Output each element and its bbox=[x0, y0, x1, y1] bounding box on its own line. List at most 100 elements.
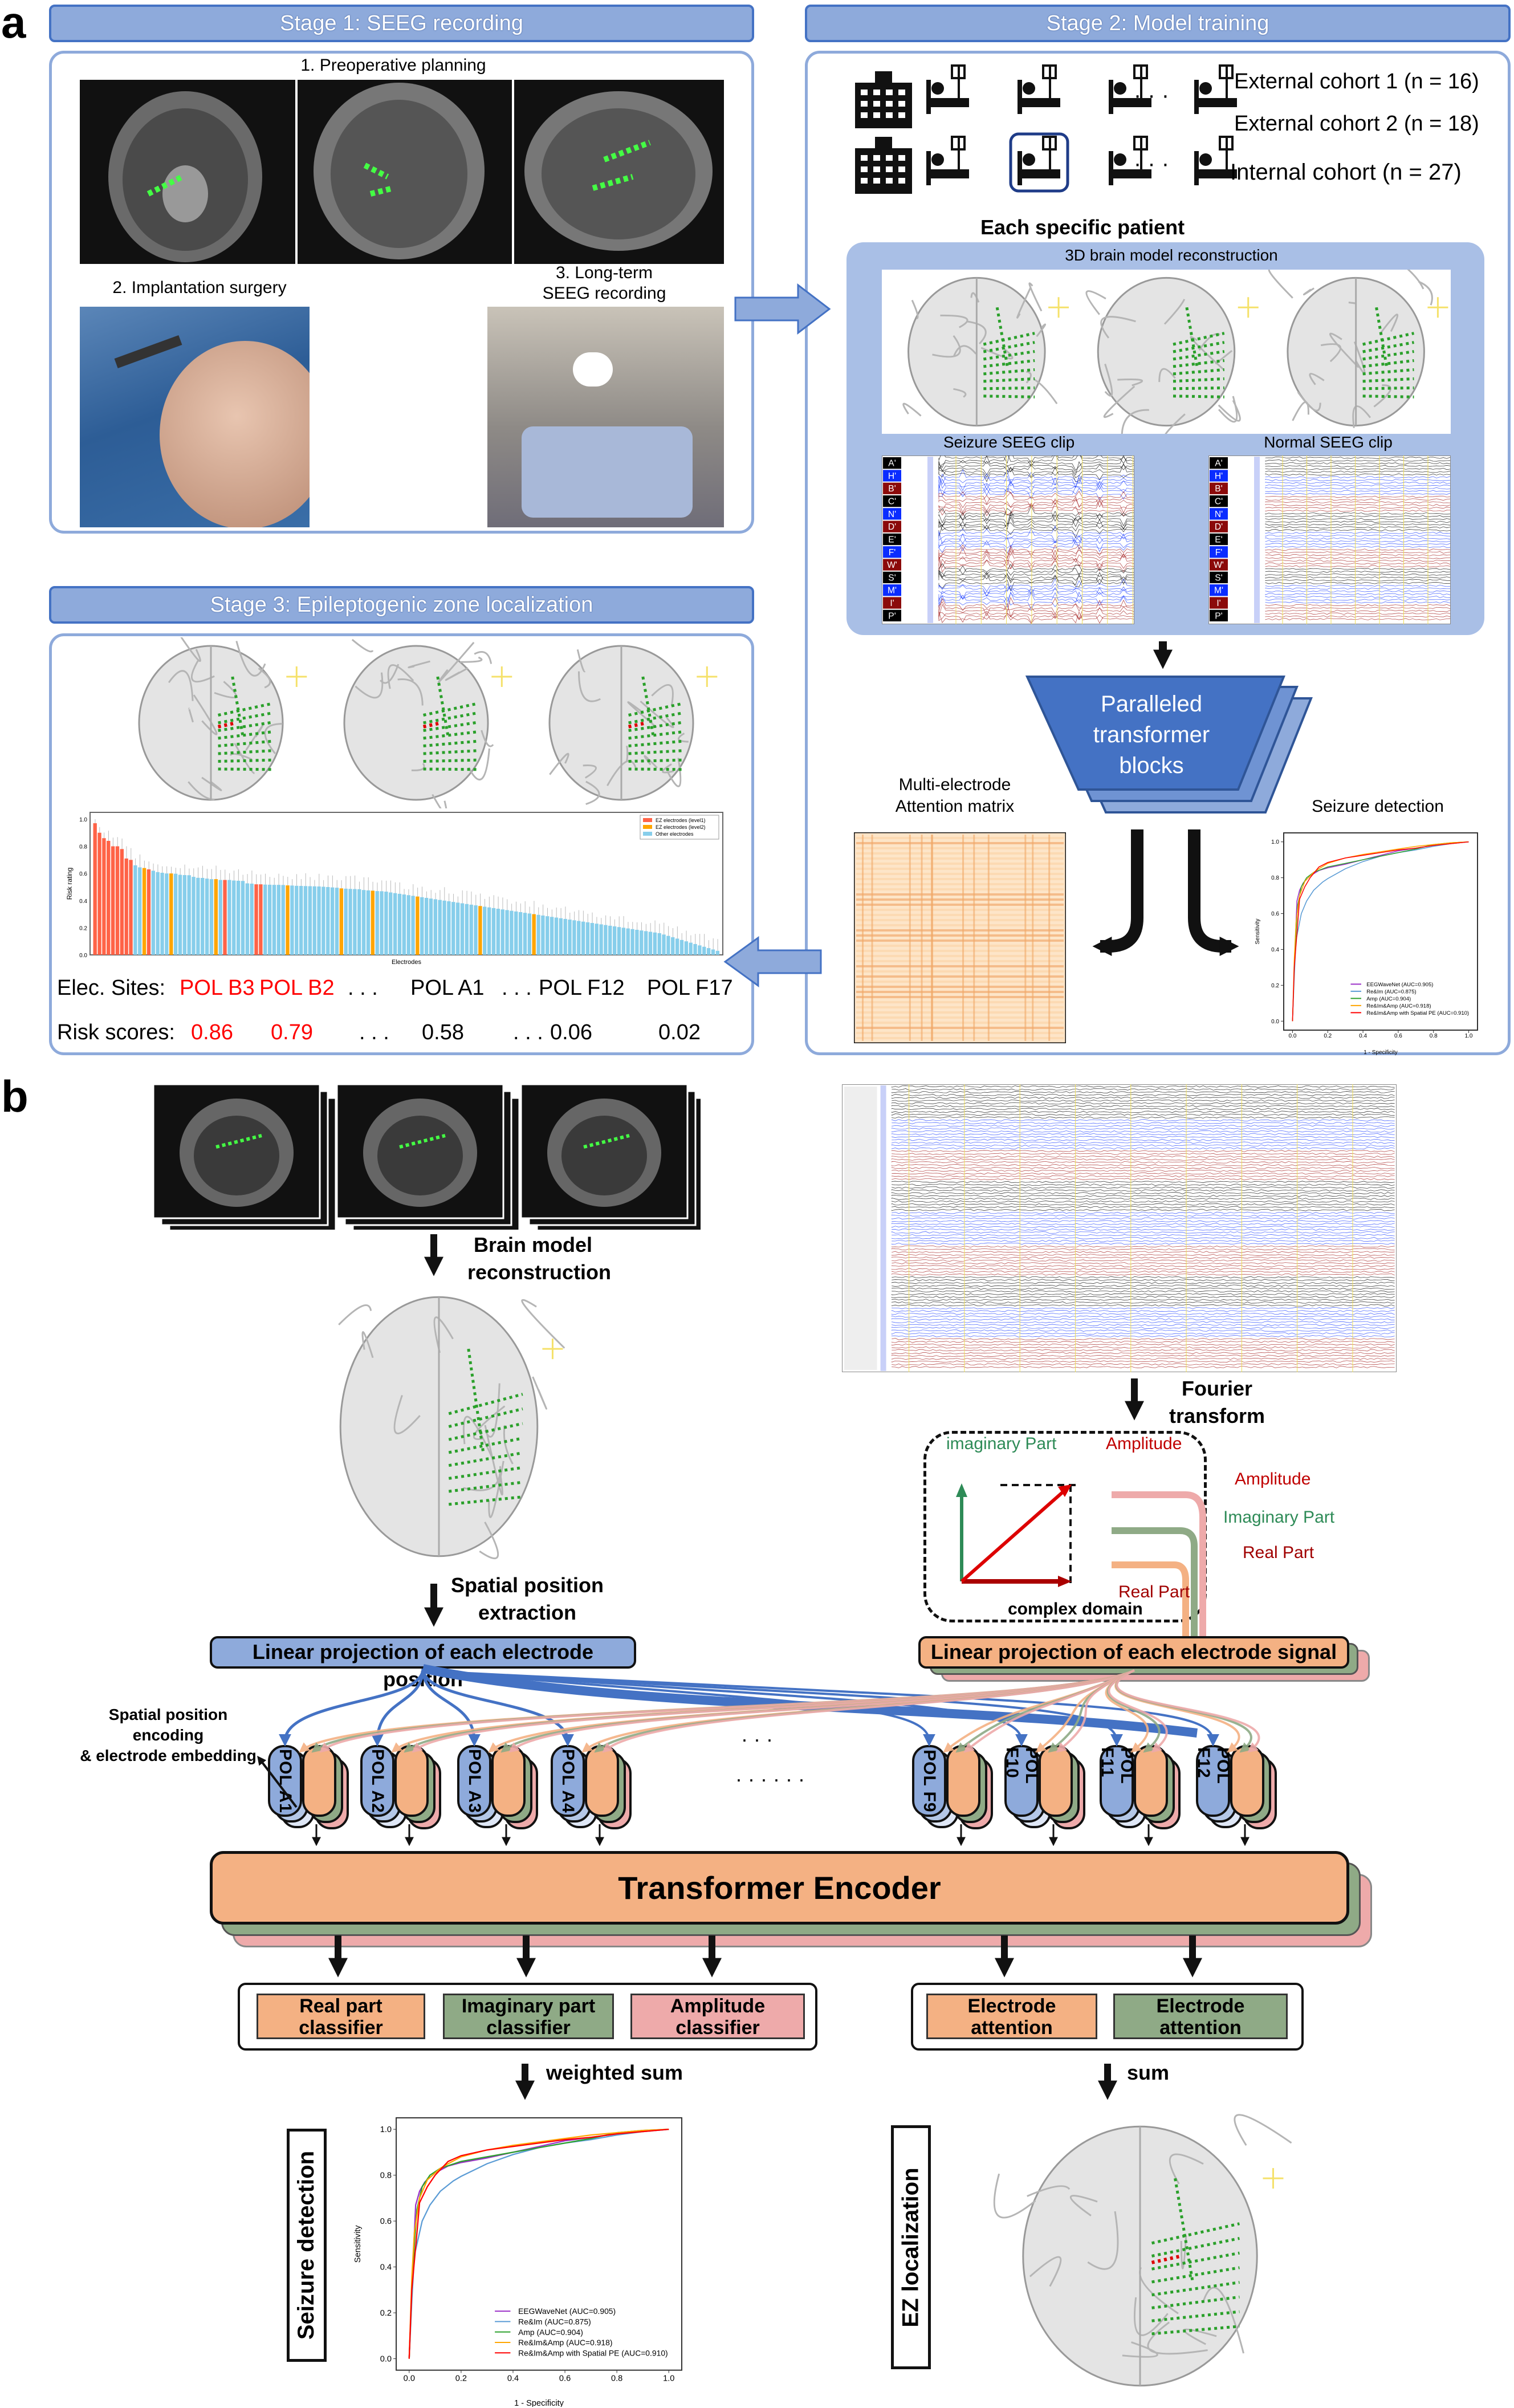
channel-label-box bbox=[1210, 508, 1228, 520]
matrix-row bbox=[856, 909, 1064, 911]
eeg-trace bbox=[892, 1304, 1395, 1307]
risk-bar bbox=[438, 900, 442, 955]
gyrus bbox=[1158, 368, 1176, 383]
gyrus bbox=[1309, 373, 1325, 385]
risk-bar bbox=[612, 926, 617, 955]
matrix-column bbox=[909, 835, 911, 1041]
legend-label: Re&Im&Amp (AUC=0.918) bbox=[518, 2338, 612, 2347]
brain-surface bbox=[343, 645, 489, 801]
brain-models bbox=[902, 259, 1448, 443]
patient-head bbox=[1199, 82, 1212, 95]
eeg-trace bbox=[892, 1301, 1395, 1304]
matrix-row bbox=[856, 955, 1064, 957]
channel-label: E' bbox=[888, 535, 896, 544]
risk-bar bbox=[420, 897, 424, 955]
reconstruction-label: 3D brain model reconstruction bbox=[1065, 246, 1278, 264]
gyrus bbox=[1100, 316, 1136, 339]
legend-label: Amp (AUC=0.904) bbox=[1366, 996, 1411, 1002]
risk-bar bbox=[451, 902, 455, 955]
mri-electrode bbox=[583, 1134, 630, 1149]
matrix-row bbox=[856, 975, 1064, 978]
eeg-trace bbox=[892, 1343, 1395, 1346]
risk-bar bbox=[635, 929, 639, 955]
risk-bar bbox=[554, 917, 559, 955]
risk-bar bbox=[299, 886, 303, 955]
bed-post bbox=[1194, 151, 1199, 185]
attention-matrix-label: Multi-electrode Attention matrix bbox=[872, 774, 1037, 817]
gyrus bbox=[532, 1376, 547, 1410]
matrix-column bbox=[987, 835, 990, 1041]
signal-embedding-arrow bbox=[488, 1669, 1135, 1753]
x-tick-label: 0.6 bbox=[559, 2374, 571, 2383]
electrode-trajectory bbox=[628, 749, 683, 755]
gyrus bbox=[234, 743, 255, 775]
eeg-trace bbox=[938, 498, 1134, 514]
each-patient-label: Each specific patient bbox=[980, 215, 1185, 239]
electrode-trajectory bbox=[983, 394, 1035, 398]
risk-bar bbox=[182, 875, 186, 955]
roc-axes bbox=[1283, 832, 1478, 1031]
eeg-trace bbox=[938, 607, 1134, 621]
eeg-trace bbox=[892, 1195, 1395, 1197]
hospital-bed bbox=[522, 426, 693, 518]
eeg-trace bbox=[892, 1088, 1395, 1091]
channel-label: S' bbox=[1215, 573, 1222, 583]
matrix-row bbox=[856, 904, 1064, 906]
matrix-row bbox=[856, 1001, 1064, 1003]
gyrus bbox=[1348, 301, 1356, 304]
y-tick-label: 0.2 bbox=[1271, 983, 1279, 989]
electrode-trajectory bbox=[448, 1393, 523, 1415]
gyrus bbox=[953, 345, 977, 357]
matrix-row bbox=[856, 929, 1064, 932]
y-tick-label: 0.0 bbox=[380, 2355, 392, 2364]
gyrus bbox=[1202, 2287, 1244, 2354]
legend-label: EEGWaveNet (AUC=0.905) bbox=[1366, 982, 1433, 988]
risk-bar bbox=[518, 912, 523, 955]
eeg-trace bbox=[892, 1262, 1395, 1264]
ez-electrode bbox=[1151, 2254, 1182, 2264]
channel-label: W' bbox=[1214, 560, 1224, 570]
risk-bar bbox=[254, 884, 258, 955]
risk-bar bbox=[532, 914, 536, 955]
eeg-trace bbox=[938, 544, 1134, 559]
bed-post bbox=[1194, 80, 1199, 114]
eeg-trace bbox=[892, 1153, 1395, 1155]
eeg-trace bbox=[938, 528, 1134, 543]
transformer-blocks bbox=[1025, 676, 1313, 813]
iv-bag bbox=[951, 136, 966, 150]
legend-swatch bbox=[643, 832, 652, 836]
risk-bar bbox=[581, 921, 585, 955]
imaginary-axis-label: imaginary Part bbox=[946, 1434, 1057, 1453]
gyrus bbox=[1147, 2321, 1208, 2355]
risk-bar bbox=[604, 925, 608, 955]
eeg-trace bbox=[892, 1248, 1395, 1251]
risk-bar bbox=[469, 904, 473, 955]
eeg-trace bbox=[938, 574, 1134, 592]
legend-label: EZ electrodes (level1) bbox=[656, 817, 706, 823]
ez-electrode bbox=[422, 721, 442, 729]
risk-bar bbox=[120, 849, 124, 955]
electrode-attention-1: Electrode attention bbox=[926, 1994, 1097, 2039]
channel-label: C' bbox=[1215, 497, 1223, 507]
window bbox=[873, 155, 880, 161]
risk-bar bbox=[510, 910, 514, 955]
matrix-row bbox=[856, 893, 1064, 896]
electrode-trajectory bbox=[1173, 341, 1225, 353]
eeg-trace bbox=[938, 526, 1134, 538]
bed-post bbox=[926, 80, 931, 114]
complex-domain-diagram bbox=[956, 1483, 1208, 1658]
iv-bag bbox=[951, 64, 966, 79]
roc-curve bbox=[408, 2128, 669, 2359]
x-axis-label: Electrodes bbox=[392, 959, 421, 966]
risk-score-label: Risk scores: bbox=[57, 1020, 175, 1044]
eeg-trace bbox=[892, 1312, 1395, 1315]
bed bbox=[1018, 169, 1060, 178]
legend-label: Other electrodes bbox=[656, 831, 694, 837]
eeg-trace bbox=[892, 1242, 1395, 1245]
eeg-trace bbox=[892, 1136, 1395, 1138]
eeg-trace bbox=[938, 570, 1134, 585]
eeg-trace bbox=[892, 1290, 1395, 1293]
electrode-signal-token bbox=[491, 1745, 526, 1817]
